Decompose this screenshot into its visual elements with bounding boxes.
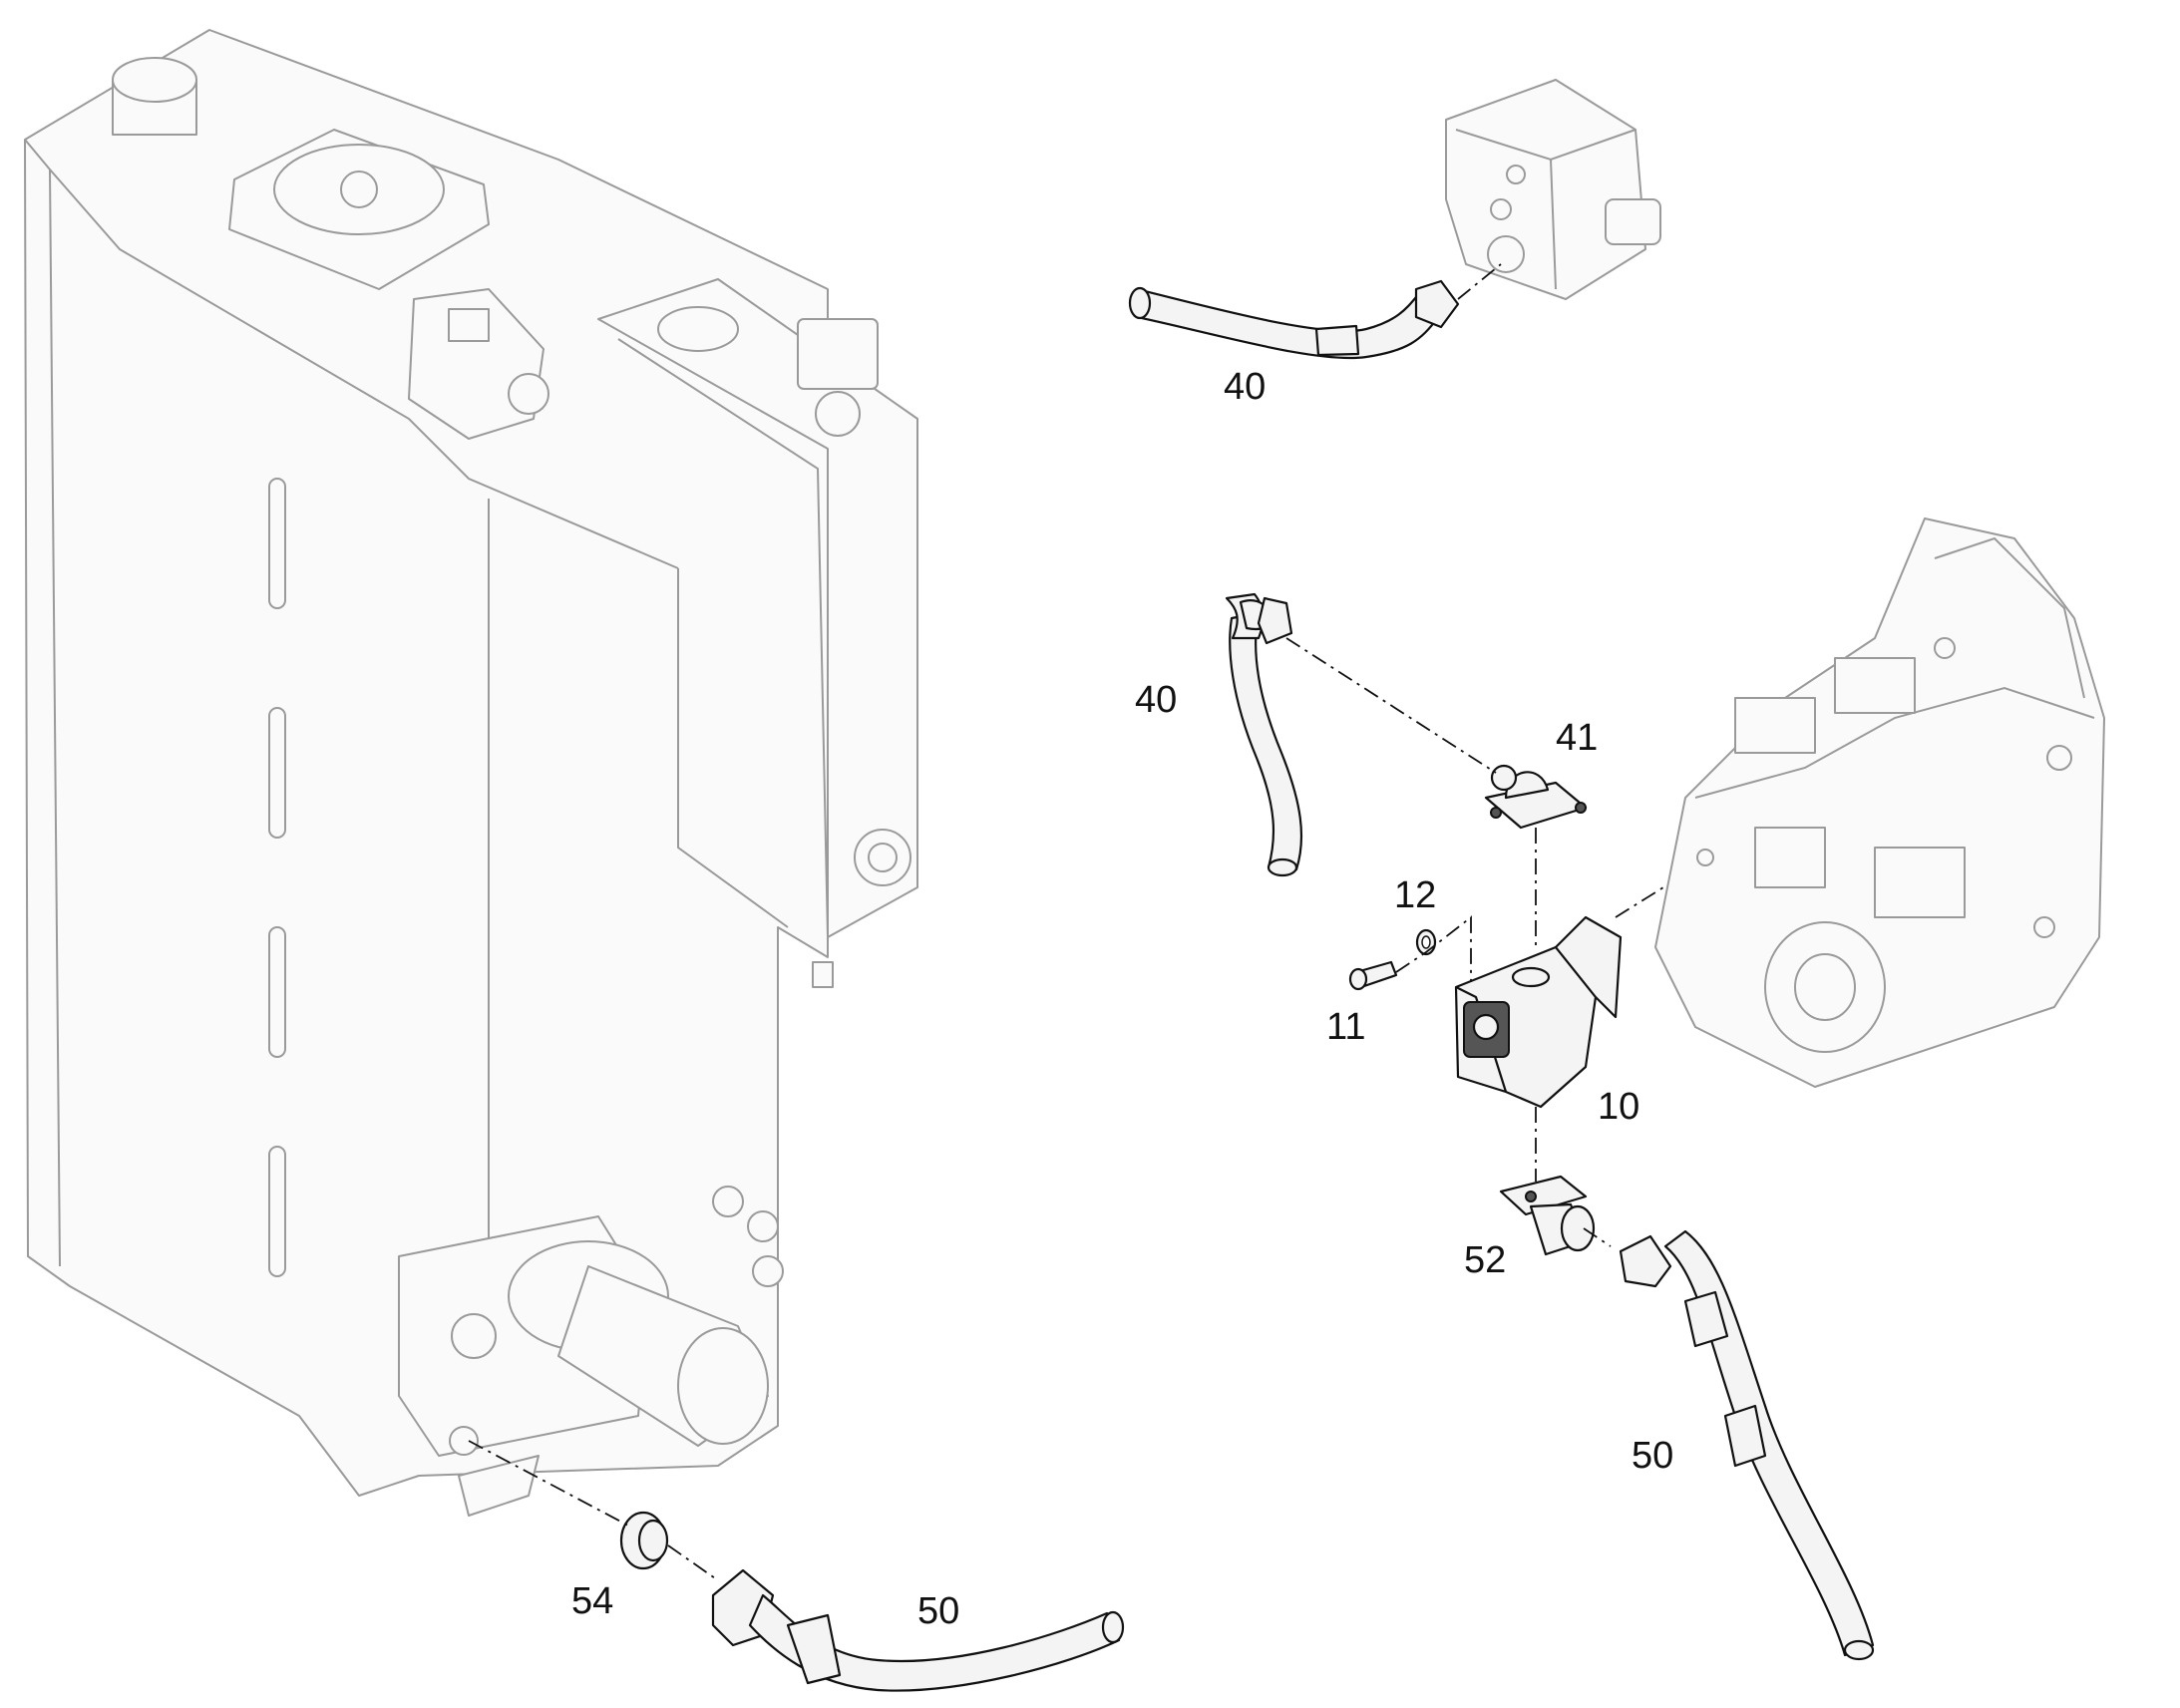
control-valve-top [1445, 79, 1661, 300]
plug-fitting-54 [619, 1511, 669, 1570]
washer-12 [1415, 928, 1437, 956]
callout-54: 54 [571, 1580, 613, 1622]
callout-41: 41 [1556, 717, 1598, 759]
callout-50-right: 50 [1632, 1435, 1673, 1477]
callout-40-top: 40 [1224, 366, 1266, 408]
level-sensor [408, 288, 549, 440]
flange-fitting-41 [1484, 764, 1588, 830]
suction-outlet [398, 1215, 769, 1517]
cooler-panel [597, 278, 918, 988]
filter-housing [228, 129, 490, 290]
hose-40-upper [1128, 279, 1460, 360]
callout-52: 52 [1464, 1239, 1506, 1281]
hose-50-bottom [711, 1568, 1125, 1692]
callout-10: 10 [1598, 1086, 1639, 1128]
mounting-studs [712, 1186, 784, 1287]
assembly-leaders [1285, 637, 1696, 1247]
leader-50-bottom [667, 1544, 719, 1581]
gear-pump-10 [1454, 915, 1623, 1109]
bolt-11 [1348, 960, 1398, 991]
filler-cap [112, 57, 197, 136]
hydraulic-tank-assembly [24, 29, 918, 1517]
hose-50-right [1619, 1229, 1875, 1661]
callout-40-middle: 40 [1135, 679, 1177, 721]
hose-40-lower [1225, 592, 1303, 877]
callout-50-bottom: 50 [917, 1590, 959, 1632]
flange-fitting-52 [1499, 1175, 1596, 1256]
transmission-assembly [1654, 517, 2105, 1088]
callout-labels: 40 40 41 12 11 10 52 50 54 50 [571, 366, 1673, 1632]
callout-11: 11 [1326, 1006, 1365, 1048]
callout-12: 12 [1394, 874, 1436, 916]
leader-40-upper [1457, 263, 1502, 300]
